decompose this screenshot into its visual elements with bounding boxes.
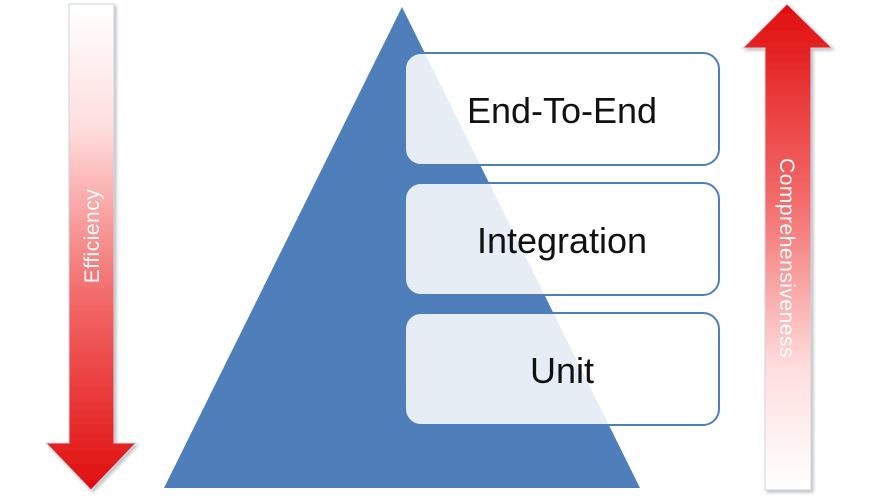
comprehensiveness-arrow-shape (741, 3, 834, 491)
layer-box (404, 312, 720, 426)
efficiency-label: Efficiency (81, 189, 104, 284)
pyramid-layer-integration: Integration (404, 182, 720, 296)
efficiency-arrow: Efficiency (44, 3, 138, 491)
layer-box (404, 52, 720, 166)
layer-label: Integration (477, 220, 647, 261)
comprehensiveness-arrow: Comprehensiveness (741, 3, 834, 491)
comprehensiveness-label: Comprehensiveness (775, 158, 798, 358)
layer-label: Unit (530, 350, 594, 391)
layer-label: End-To-End (467, 90, 657, 131)
pyramid-layer-end-to-end: End-To-End (404, 52, 720, 166)
efficiency-arrow-shape (44, 3, 138, 491)
layer-box (404, 182, 720, 296)
pyramid-layer-unit: Unit (404, 312, 720, 426)
